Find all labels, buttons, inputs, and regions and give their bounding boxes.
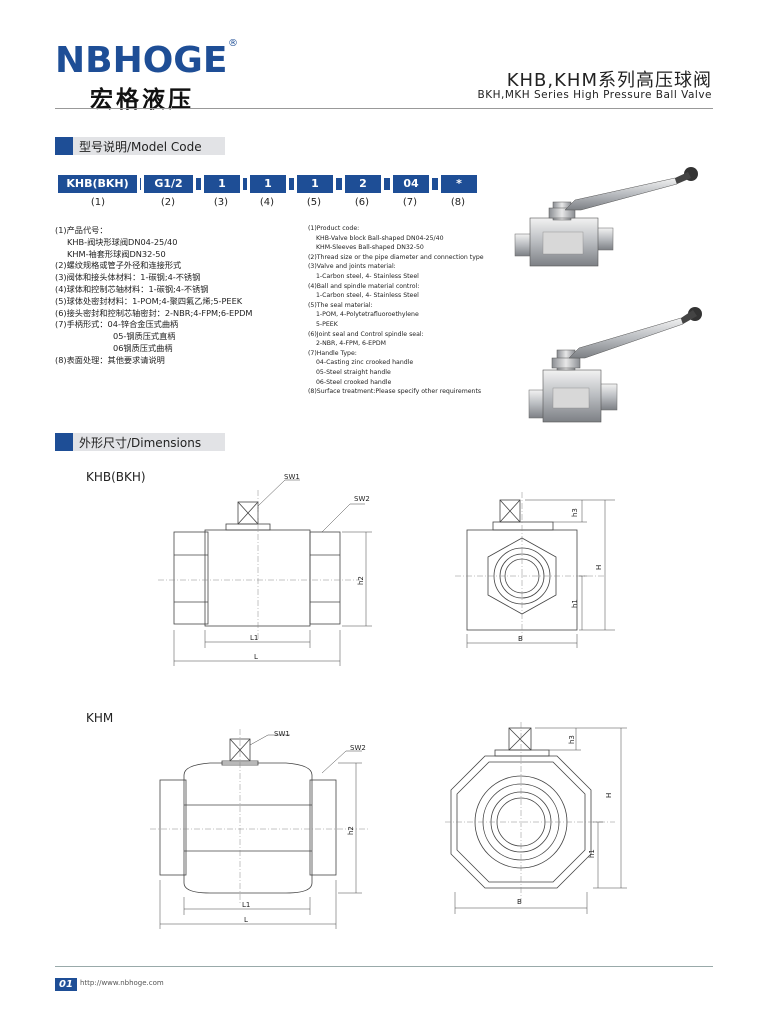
page-subtitle: BKH,MKH Series High Pressure Ball Valve: [477, 89, 712, 101]
label-h3: h3: [568, 735, 576, 744]
registered-mark: ®: [228, 38, 238, 49]
desc-line: (4)Ball and spindle material control:: [308, 282, 420, 290]
code-box: 1: [247, 175, 289, 193]
desc-line: (5)球体处密封材料：1-POM;4-聚四氟乙烯;5-PEEK: [55, 295, 243, 306]
code-index: (8): [450, 197, 466, 208]
label-h2: h2: [357, 576, 365, 585]
code-box: 1: [294, 175, 336, 193]
desc-line: (8)Surface treatment:Please specify othe…: [308, 388, 482, 396]
code-index: (6): [354, 197, 370, 208]
code-index: (3): [213, 197, 229, 208]
label-l1: L1: [250, 634, 258, 642]
drawing-title-khb: KHB(BKH): [86, 470, 146, 484]
desc-line: (7)手柄形式：04-锌合金压式曲柄: [55, 319, 179, 330]
code-index: (7): [402, 197, 418, 208]
desc-line: 04-Casting zinc crooked handle: [316, 359, 414, 367]
label-h2: h2: [347, 826, 355, 835]
label-h: H: [595, 565, 603, 570]
desc-line: (3)阀体和接头体材料：1-碳钢;4-不锈钢: [55, 272, 201, 283]
section-header-model-code: 型号说明/Model Code: [55, 137, 225, 155]
code-box: 2: [342, 175, 384, 193]
valve-photo-khb: [514, 167, 698, 267]
code-boxes: KHB(BKH) G1/2 1 1 1 2 04 *: [55, 175, 480, 193]
khb-end-view-drawing: B H h1 h3: [455, 492, 615, 648]
section-title: 外形尺寸/Dimensions: [79, 436, 202, 450]
khb-side-view-drawing: SW1 SW2 L1 L h2: [158, 473, 372, 666]
desc-line: (2)Thread size or the pipe diameter and …: [308, 253, 484, 261]
label-sw2: SW2: [350, 744, 366, 752]
code-box: G1/2: [141, 175, 196, 193]
code-box: KHB(BKH): [55, 175, 140, 193]
logo-text: NBHOGE: [55, 40, 228, 81]
desc-line: (6)Joint seal and Control spindle seal:: [308, 330, 424, 338]
page-number: 01: [55, 978, 77, 991]
desc-line: 1-Carbon steel, 4- Stainless Steel: [316, 272, 419, 280]
code-index: (2): [160, 197, 176, 208]
description-english: (1)Product code: KHB-Valve block Ball-sh…: [308, 224, 484, 397]
desc-line: KHB-阀块形球阀DN04-25/40: [67, 236, 178, 247]
desc-line: 1-Carbon steel, 4- Stainless Steel: [316, 292, 419, 300]
desc-line: (6)接头密封和控制芯轴密封：2-NBR;4-FPM;6-EPDM: [55, 307, 253, 318]
desc-line: (1)Product code:: [308, 225, 360, 232]
desc-line: 06-Steel crooked handle: [316, 378, 392, 386]
code-box: 04: [390, 175, 432, 193]
header-divider: [55, 108, 713, 109]
label-h1: h1: [571, 599, 579, 608]
page-title: KHB,KHM系列高压球阀: [506, 70, 712, 91]
desc-line: KHM-Sleeves Ball-shaped DN32-50: [316, 244, 424, 252]
label-sw1: SW1: [284, 473, 300, 481]
khm-end-view-drawing: B H h1 h3: [445, 722, 627, 914]
label-h3: h3: [571, 508, 579, 517]
section-title: 型号说明/Model Code: [79, 140, 202, 154]
desc-line: (2)螺纹规格或管子外径和连接形式: [55, 260, 182, 271]
section-marker: [55, 137, 73, 155]
label-l1: L1: [242, 901, 250, 909]
desc-line: 1-POM, 4-Polytetrafluoroethylene: [316, 311, 419, 319]
desc-line: (7)Handle Type:: [308, 349, 357, 357]
khm-side-view-drawing: SW1 SW2 L1 L h2: [150, 729, 370, 929]
label-l: L: [244, 916, 248, 924]
description-chinese: (1)产品代号： KHB-阀块形球阀DN04-25/40 KHM-袖套形球阀DN…: [55, 225, 252, 367]
label-h1: h1: [588, 849, 596, 858]
desc-line: 5-PEEK: [316, 320, 338, 328]
desc-line: 05-钢质压式直柄: [113, 331, 176, 342]
code-index: (4): [259, 197, 275, 208]
website-link[interactable]: http://www.nbhoge.com: [80, 979, 164, 987]
drawing-title-khm: KHM: [86, 711, 114, 725]
label-sw1: SW1: [274, 730, 290, 738]
code-box: 1: [201, 175, 243, 193]
desc-line: KHB-Valve block Ball-shaped DN04-25/40: [316, 234, 444, 242]
section-marker: [55, 433, 73, 451]
label-l: L: [254, 653, 258, 661]
desc-line: (1)产品代号：: [55, 225, 108, 235]
section-header-dimensions: 外形尺寸/Dimensions: [55, 433, 225, 451]
code-box: *: [438, 175, 480, 193]
valve-photo-khm: [528, 307, 702, 423]
label-h: H: [605, 793, 613, 798]
desc-line: (5)The seal material:: [308, 301, 373, 309]
label-sw2: SW2: [354, 495, 370, 503]
desc-line: 2-NBR, 4-FPM, 6-EPDM: [316, 340, 386, 348]
footer-divider: [55, 966, 713, 967]
code-index: (5): [306, 197, 322, 208]
label-b: B: [518, 635, 523, 643]
desc-line: 05-Steel straight handle: [316, 368, 391, 376]
desc-line: (8)表面处理：其他要求请说明: [55, 354, 165, 365]
desc-line: (3)Valve and joints material:: [308, 263, 396, 271]
desc-line: (4)球体和控制芯轴材料：1-碳钢;4-不锈钢: [55, 283, 209, 294]
desc-line: KHM-袖套形球阀DN32-50: [67, 248, 166, 259]
desc-line: 06钢质压式曲柄: [113, 342, 173, 353]
code-index: (1): [90, 197, 106, 208]
label-b: B: [517, 898, 522, 906]
